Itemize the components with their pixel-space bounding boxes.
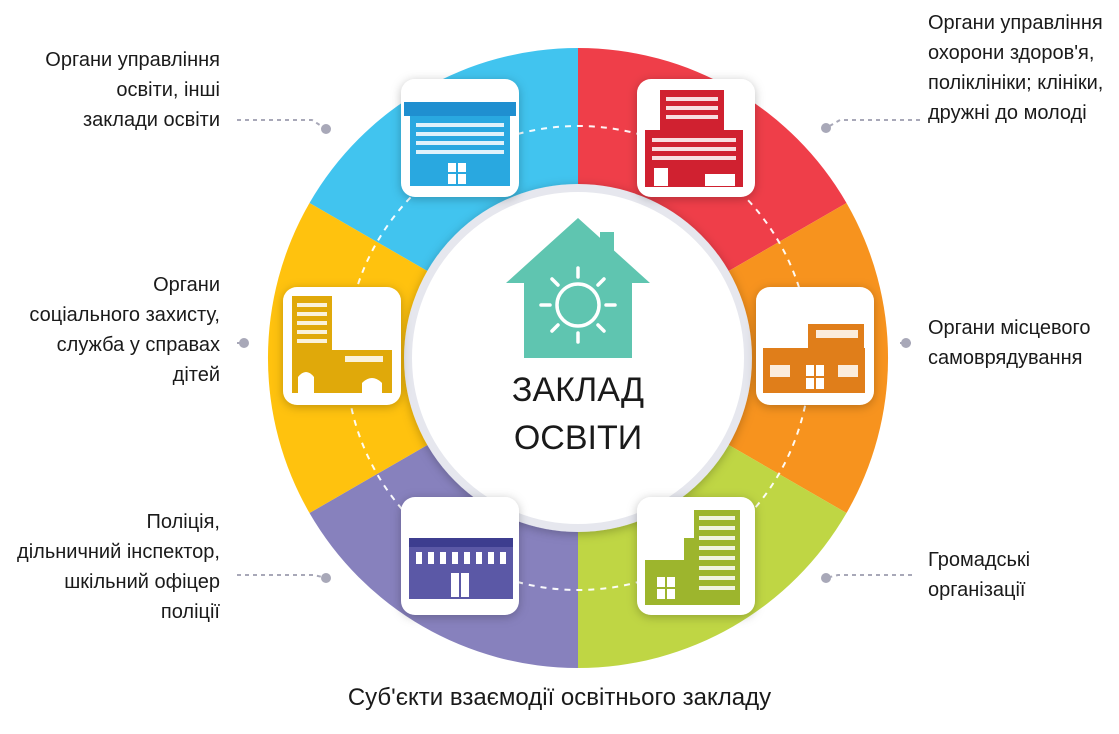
connector-dots bbox=[239, 123, 911, 583]
label-social: Органи соціального захисту, служба у спр… bbox=[29, 274, 220, 386]
diagram-caption: Суб'єкти взаємодії освітнього закладу bbox=[347, 684, 772, 711]
house-sun-icon bbox=[506, 218, 650, 358]
label-local-gov: Органи місцевого самоврядування bbox=[928, 317, 1091, 369]
police-station-icon bbox=[401, 497, 519, 615]
label-health: Органи управління охорони здоров'я, полі… bbox=[928, 12, 1104, 124]
school-building-icon bbox=[401, 79, 519, 197]
municipal-building-icon bbox=[756, 287, 874, 405]
label-education: Органи управління освіти, інші заклади о… bbox=[45, 49, 220, 131]
social-service-building-icon bbox=[283, 287, 401, 405]
label-ngo: Громадські організації bbox=[928, 549, 1031, 601]
office-tower-icon bbox=[637, 497, 755, 615]
center-title: ЗАКЛАД ОСВІТИ bbox=[511, 371, 645, 457]
label-police: Поліція, дільничний інспектор, шкільний … bbox=[17, 511, 220, 623]
hospital-building-icon bbox=[637, 79, 755, 197]
